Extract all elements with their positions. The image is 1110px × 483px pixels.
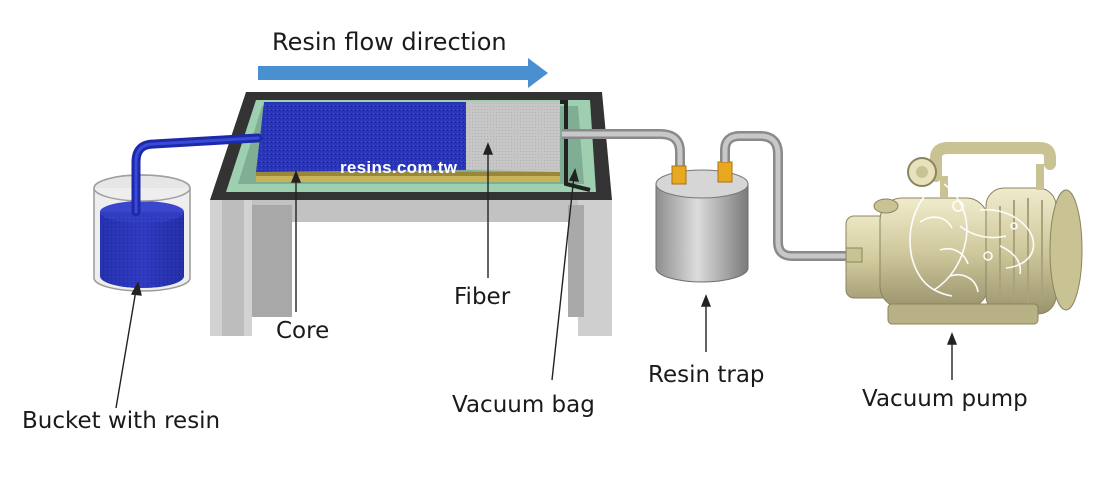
resin-trap (655, 161, 749, 283)
resin-feed-tube (131, 133, 263, 217)
flow-direction-label: Resin flow direction (272, 28, 507, 56)
vacuum-tube-to-pump (720, 131, 860, 261)
resin-wetted-area (256, 102, 466, 172)
label-bucket-with-resin: Bucket with resin (22, 408, 221, 434)
leader-vacuum-bag (551, 168, 579, 381)
vacuum-bag-edge (560, 100, 591, 192)
label-core: Core (276, 318, 330, 344)
label-resin-trap: Resin trap (648, 362, 765, 388)
label-vacuum-pump: Vacuum pump (862, 386, 1028, 412)
core-panel (256, 172, 560, 182)
leader-resin-trap (700, 294, 712, 352)
label-fiber: Fiber (454, 284, 511, 310)
label-vacuum-bag: Vacuum bag (452, 392, 595, 418)
watermark-text: resins.com.tw (340, 158, 458, 177)
fiber-layer (466, 102, 560, 172)
leader-lines (115, 142, 958, 409)
leader-fiber (482, 142, 494, 278)
vacuum-pump (845, 142, 1083, 325)
resin-flow-arrow (258, 58, 548, 88)
leader-bucket (115, 281, 142, 409)
decorative-emblem (909, 183, 1035, 297)
leader-core (290, 170, 302, 312)
leader-vacuum-pump (946, 332, 958, 380)
vacuum-tube-to-trap (562, 129, 685, 168)
resin-bucket (93, 174, 191, 292)
